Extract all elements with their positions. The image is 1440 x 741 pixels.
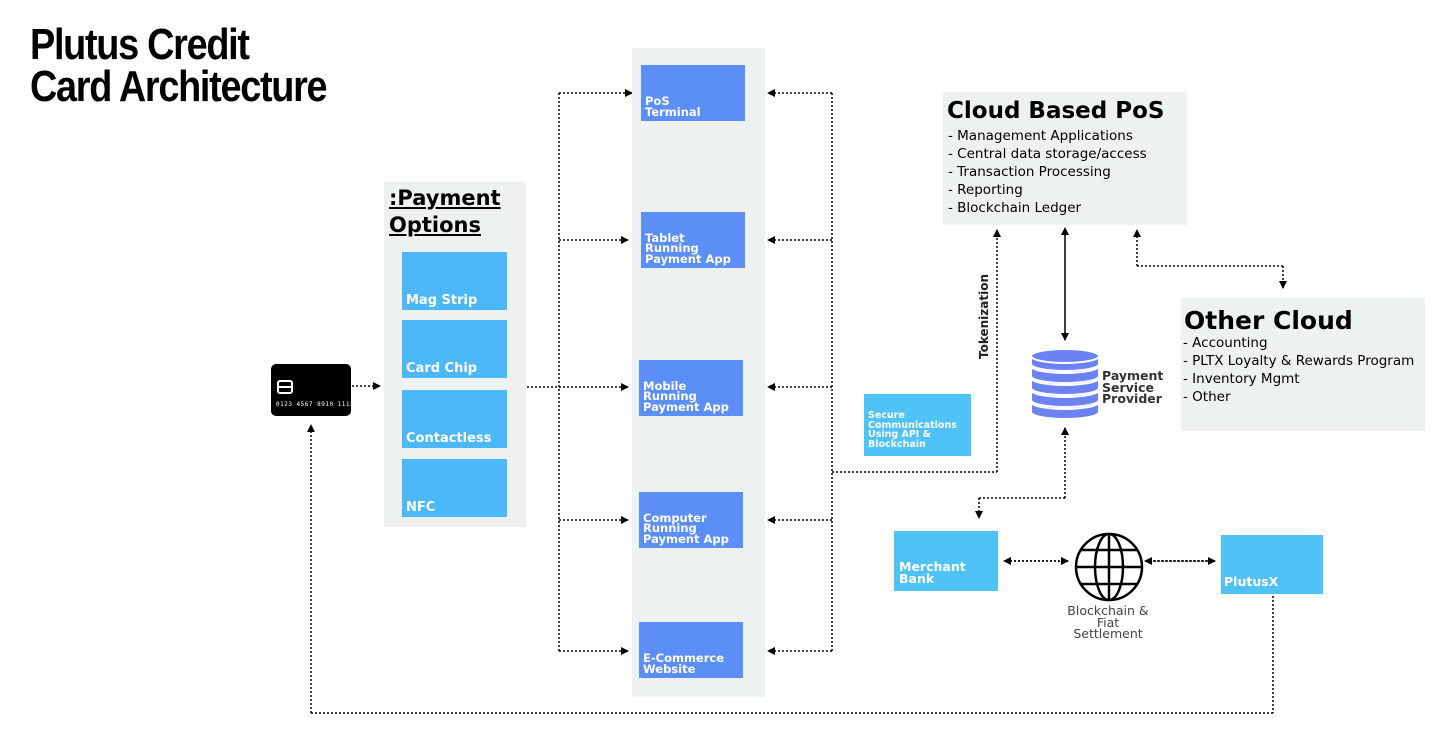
other-cloud-item: - Other <box>1183 389 1231 405</box>
plutusx-box: PlutusX <box>1221 535 1323 594</box>
other-cloud-item: - PLTX Loyalty & Rewards Program <box>1183 353 1415 369</box>
other-cloud-item: - Accounting <box>1183 335 1268 351</box>
card-number: 0123 4567 8910 1112 <box>276 401 355 408</box>
device-mobile-app: Mobile Running Payment App <box>639 360 743 416</box>
cloud-pos-item: - Central data storage/access <box>948 146 1147 162</box>
payment-service-provider-label: Payment Service Provider <box>1102 368 1164 406</box>
option-card-chip: Card Chip <box>402 320 507 378</box>
payment-options-title: :Payment Options <box>389 185 501 239</box>
option-mag-strip: Mag Strip <box>402 252 507 310</box>
option-nfc: NFC <box>402 459 507 517</box>
payment-options-title-line-1: :Payment <box>389 186 501 210</box>
page-title: Plutus Credit Card Architecture <box>30 20 328 111</box>
device-ecommerce-website: E-Commerce Website <box>639 622 743 678</box>
payment-options-title-line-2: Options <box>389 213 481 237</box>
device-computer-app: Computer Running Payment App <box>639 492 743 548</box>
other-cloud-title: Other Cloud <box>1184 306 1353 335</box>
title-line-1: Plutus Credit <box>30 20 250 69</box>
cloud-pos-item: - Reporting <box>948 182 1023 198</box>
cloud-pos-box <box>943 92 1187 225</box>
device-tablet-app: Tablet Running Payment App <box>641 212 745 268</box>
option-contactless: Contactless <box>402 390 507 448</box>
globe-icon <box>1074 532 1144 602</box>
card-chip-line <box>277 386 293 388</box>
cloud-pos-item: - Management Applications <box>948 128 1133 144</box>
tokenization-label: Tokenization <box>977 273 991 359</box>
database-icon <box>1030 348 1100 420</box>
secure-communications-box: Secure Communications Using API & Blockc… <box>864 394 971 456</box>
other-cloud-box <box>1181 298 1425 431</box>
other-cloud-list: - Accounting - PLTX Loyalty & Rewards Pr… <box>1183 334 1414 406</box>
cloud-pos-list: - Management Applications - Central data… <box>948 127 1147 217</box>
device-pos-terminal: PoS Terminal <box>641 65 745 121</box>
other-cloud-item: - Inventory Mgmt <box>1183 371 1300 387</box>
cloud-pos-title: Cloud Based PoS <box>947 98 1165 124</box>
title-line-2: Card Architecture <box>30 62 328 111</box>
cloud-pos-item: - Blockchain Ledger <box>948 200 1082 216</box>
merchant-bank-box: Merchant Bank <box>894 531 998 591</box>
settlement-label: Blockchain & Fiat Settlement <box>1067 603 1149 641</box>
cloud-pos-item: - Transaction Processing <box>948 164 1111 180</box>
